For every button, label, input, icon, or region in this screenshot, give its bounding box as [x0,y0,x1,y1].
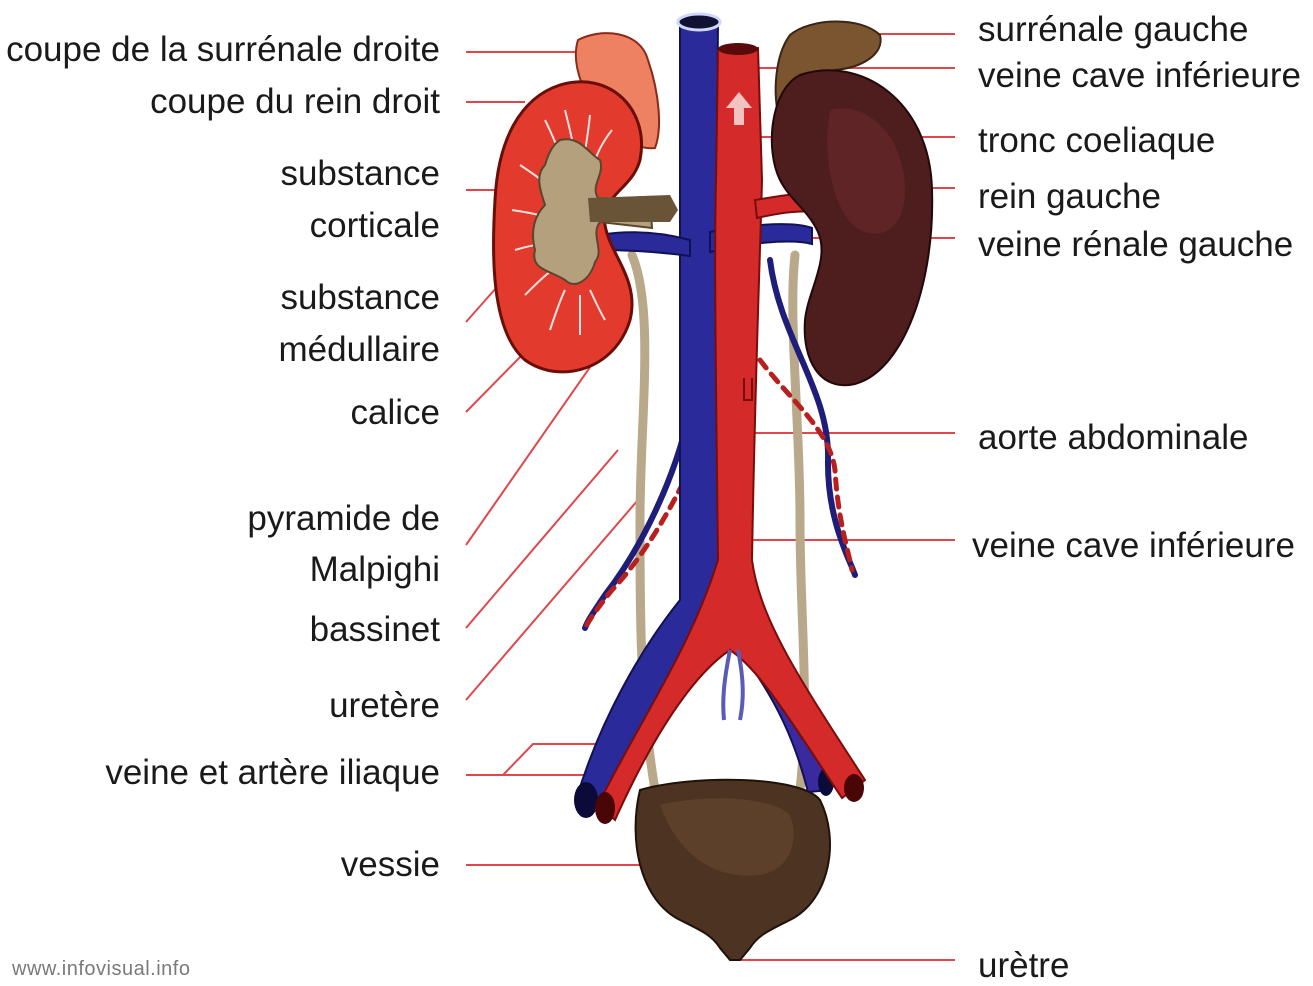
leader-iliaque [466,744,595,775]
label-coupe-surrenale-droite: coupe de la surrénale droite [6,30,440,70]
bladder [636,780,830,960]
leader-calice [466,352,525,412]
vena-cava-top-opening [678,14,720,30]
label-veine-cave-inferieure-top: veine cave inférieure [978,56,1301,96]
label-surrenale-gauche: surrénale gauche [978,10,1248,50]
label-aorte-abdominale: aorte abdominale [978,418,1248,458]
label-bassinet: bassinet [310,610,440,650]
label-uretre: urètre [978,946,1069,986]
sacral-vessel-1 [723,650,730,720]
label-uretere: uretère [329,686,440,726]
label-veine-cave-inferieure-mid: veine cave inférieure [972,526,1295,566]
leader-bassinet [466,450,618,628]
label-veine-renale-gauche: veine rénale gauche [978,225,1293,265]
credit-watermark: www.infovisual.info [12,958,190,981]
label-rein-gauche: rein gauche [978,177,1161,217]
aorta-top-opening [718,43,758,55]
iliac-artery-left-end [844,774,864,802]
label-tronc-coeliaque: tronc coeliaque [978,121,1215,161]
ureter-origin-right [588,195,678,222]
label-substance-corticale-2: corticale [310,206,440,246]
iliac-artery-right-end [595,792,615,824]
label-veine-artere-iliaque: veine et artère iliaque [105,753,440,793]
label-coupe-rein-droit: coupe du rein droit [150,82,440,122]
label-pyramide-1: pyramide de [247,499,440,539]
label-calice: calice [351,393,440,433]
label-substance-medullaire-1: substance [280,278,440,318]
label-vessie: vessie [341,845,440,885]
iliac-vein-right-end [574,782,598,818]
label-substance-corticale-1: substance [280,154,440,194]
label-pyramide-2: Malpighi [310,550,440,590]
sacral-vessels [723,650,743,720]
leader-pyramide [466,360,595,545]
leader-uretere [466,500,638,700]
label-substance-medullaire-2: médullaire [279,330,440,370]
